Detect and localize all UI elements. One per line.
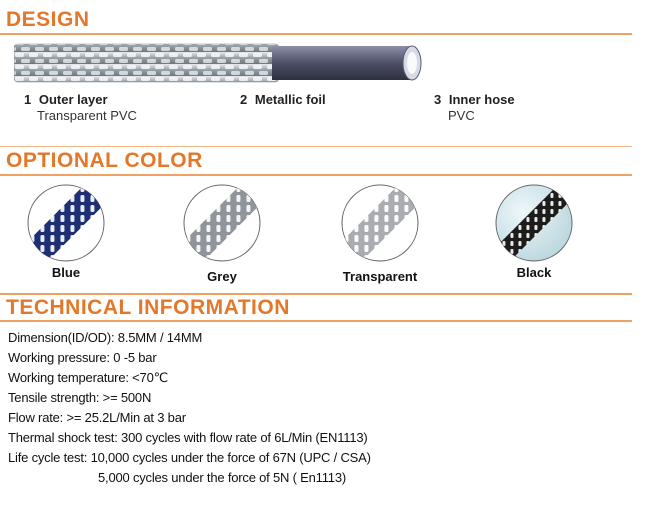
grey-hose-icon: [183, 184, 261, 262]
color-label-grey: Grey: [207, 269, 237, 284]
color-label-blue: Blue: [51, 265, 81, 280]
color-swatch-blue: Blue: [16, 183, 116, 280]
spec-flow-rate: Flow rate: >= 25.2L/Min at 3 bar: [8, 410, 186, 425]
optional-color-heading: OPTIONAL COLOR: [6, 149, 203, 172]
spec-working-temperature: Working temperature: <70℃: [8, 370, 169, 385]
spec-life-cycle-en1113: 5,000 cycles under the force of 5N ( En1…: [98, 470, 346, 485]
part-outer-layer: 1 Outer layer Transparent PVC: [24, 92, 137, 123]
color-top-divider: [0, 146, 632, 147]
hose-cutaway-illustration: [13, 40, 434, 86]
part-inner-hose: 3 Inner hose PVC: [434, 92, 515, 123]
part-metallic-foil: 2 Metallic foil: [240, 92, 326, 107]
blue-hose-icon: [27, 184, 105, 262]
spec-thermal-shock: Thermal shock test: 300 cycles with flow…: [8, 430, 368, 445]
design-divider: [0, 33, 632, 35]
design-heading: DESIGN: [6, 8, 90, 31]
technical-divider: [0, 320, 632, 322]
technical-heading: TECHNICAL INFORMATION: [6, 296, 290, 319]
color-swatch-black: Black: [484, 183, 584, 280]
color-label-black: Black: [516, 265, 552, 280]
spec-dimension: Dimension(ID/OD): 8.5MM / 14MM: [8, 330, 203, 345]
color-label-transparent: Transparent: [342, 269, 418, 284]
black-hose-icon: [495, 184, 573, 262]
color-swatch-transparent: Transparent: [330, 183, 430, 284]
color-swatch-grey: Grey: [172, 183, 272, 284]
spec-tensile-strength: Tensile strength: >= 500N: [8, 390, 152, 405]
spec-working-pressure: Working pressure: 0 -5 bar: [8, 350, 157, 365]
transparent-hose-icon: [341, 184, 419, 262]
technical-spec-list: Dimension(ID/OD): 8.5MM / 14MM Working p…: [8, 328, 371, 488]
spec-life-cycle: Life cycle test: 10,000 cycles under the…: [8, 450, 371, 465]
color-divider: [0, 174, 632, 176]
technical-top-divider: [0, 293, 632, 295]
